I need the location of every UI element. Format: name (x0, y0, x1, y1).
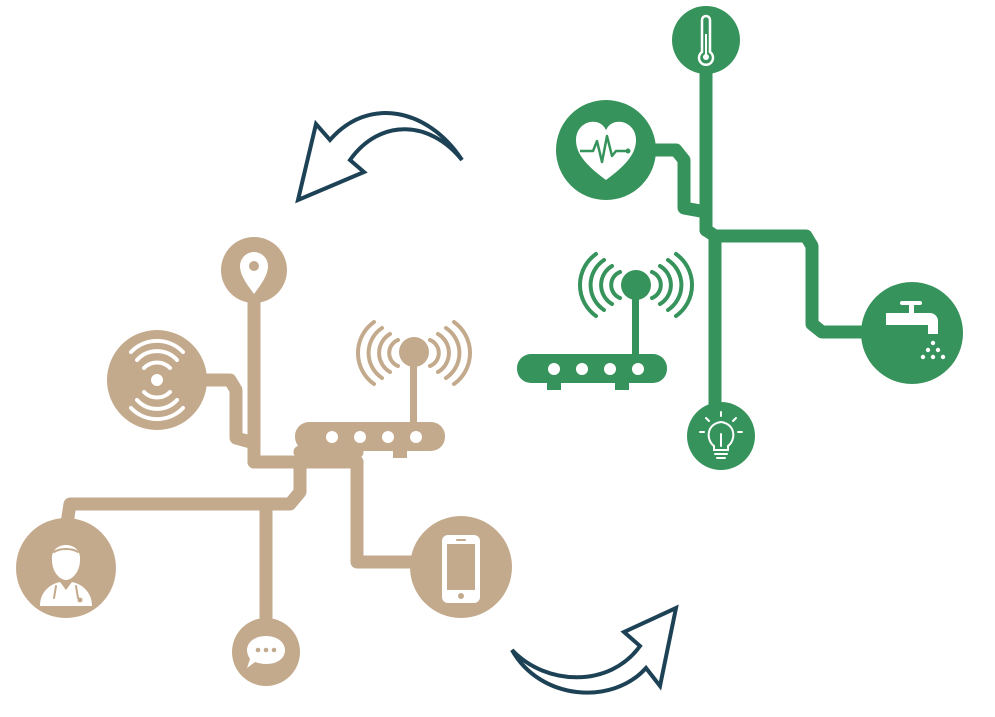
tan-router-signal-waves (356, 320, 472, 386)
green-network (643, 53, 877, 417)
doctor-node (16, 518, 116, 618)
chat-bubble-icon (247, 636, 285, 668)
water-tap-node (861, 282, 963, 384)
curved-arrow-icon (295, 111, 464, 204)
location-pin-icon (240, 252, 268, 294)
smartphone-node (410, 516, 512, 618)
connector-phone (350, 455, 422, 569)
arrow-to-green (510, 604, 679, 695)
tan-network (59, 283, 422, 632)
thermometer-icon (697, 14, 715, 66)
green-router-signal-waves (578, 252, 694, 318)
tan-router-body (295, 422, 445, 451)
connector-wireless (198, 373, 261, 450)
wireless-node (107, 330, 207, 430)
doctor-icon (40, 545, 92, 606)
heart-rate-node (556, 100, 656, 200)
light-bulb-node (687, 402, 755, 470)
connector-heart (643, 143, 713, 219)
light-bulb-icon (699, 411, 743, 459)
wireless-signal-icon (129, 338, 185, 422)
water-tap-icon (886, 301, 946, 360)
chat-node (232, 618, 300, 686)
thermometer-node (672, 6, 740, 74)
curved-arrow-icon (510, 604, 679, 695)
tan-router (295, 320, 472, 458)
connector-doctor (59, 455, 307, 537)
green-router-body (517, 354, 667, 383)
connector-tap-trunk (699, 223, 877, 339)
smartphone-icon (442, 535, 480, 603)
location-node (221, 237, 287, 303)
arrow-to-tan (295, 111, 464, 204)
green-router (517, 252, 694, 390)
heart-rate-icon (576, 121, 636, 180)
